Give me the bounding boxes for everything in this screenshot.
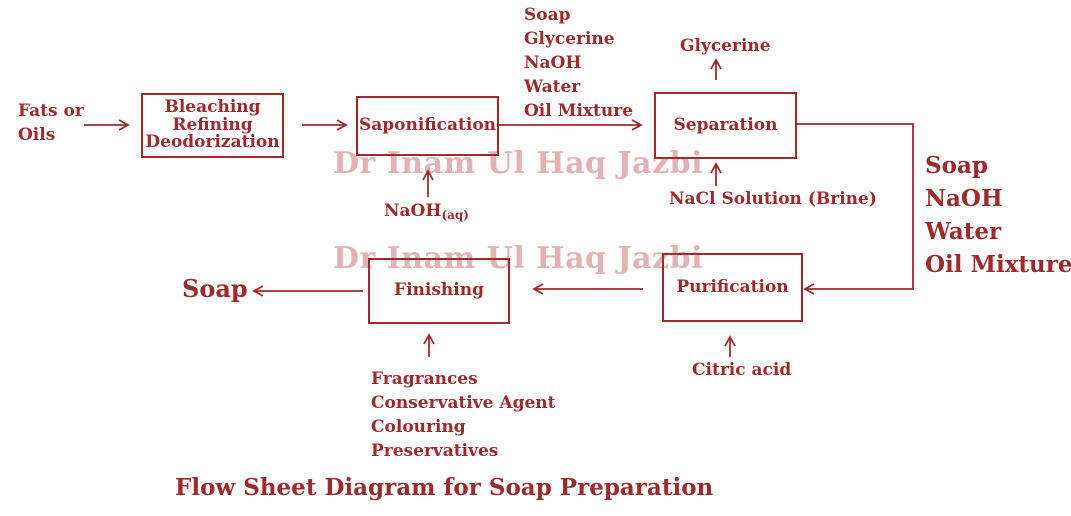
output-item: Oil Mixture [524, 101, 634, 121]
output-item: Soap [524, 5, 571, 25]
pretreatment-box: Bleaching Refining Deodorization [141, 93, 284, 158]
pretreatment-step: Refining [172, 114, 253, 135]
naoh-main: NaOH [384, 201, 442, 221]
output-item: Oil Mixture [925, 251, 1071, 278]
saponification-output: Soap Glycerine NaOH Water Oil Mixture [524, 3, 633, 123]
brine-reagent: NaCl Solution (Brine) [669, 189, 877, 209]
purification-label: Purification [676, 276, 789, 297]
naoh-reagent: NaOH(aq) [384, 201, 469, 222]
saponification-box: Saponification [356, 96, 499, 156]
additive-item: Colouring [371, 417, 466, 437]
diagram-caption: Flow Sheet Diagram for Soap Preparation [175, 474, 714, 501]
watermark-top: Dr Inam Ul Haq Jazbi [333, 146, 703, 181]
citric-acid-reagent: Citric acid [692, 360, 792, 380]
additive-item: Fragrances [371, 369, 478, 389]
finishing-label: Finishing [394, 280, 484, 301]
output-item: Water [925, 218, 1002, 245]
naoh-subscript: (aq) [441, 208, 469, 222]
output-item: Water [524, 77, 581, 97]
output-item: Soap [925, 152, 988, 179]
output-item: NaOH [925, 185, 1003, 212]
finishing-box: Finishing [368, 258, 510, 324]
separation-box: Separation [654, 92, 797, 159]
final-product: Soap [182, 274, 248, 303]
output-item: Glycerine [524, 29, 615, 49]
additive-item: Preservatives [371, 441, 499, 461]
pretreatment-step: Deodorization [145, 132, 280, 153]
input-line: Oils [18, 125, 56, 145]
purification-box: Purification [662, 253, 803, 322]
glycerine-byproduct: Glycerine [680, 36, 771, 56]
saponification-label: Saponification [358, 115, 497, 136]
input-line: Fats or [18, 101, 84, 121]
additive-item: Conservative Agent [371, 393, 556, 413]
separation-output: Soap NaOH Water Oil Mixture [925, 149, 1071, 281]
output-item: NaOH [524, 53, 582, 73]
finishing-additives: Fragrances Conservative Agent Colouring … [371, 367, 556, 463]
input-label: Fats or Oils [18, 99, 84, 147]
separation-label: Separation [673, 114, 778, 135]
connector-separation-to-purification [797, 123, 914, 295]
pretreatment-step: Bleaching [164, 96, 261, 117]
